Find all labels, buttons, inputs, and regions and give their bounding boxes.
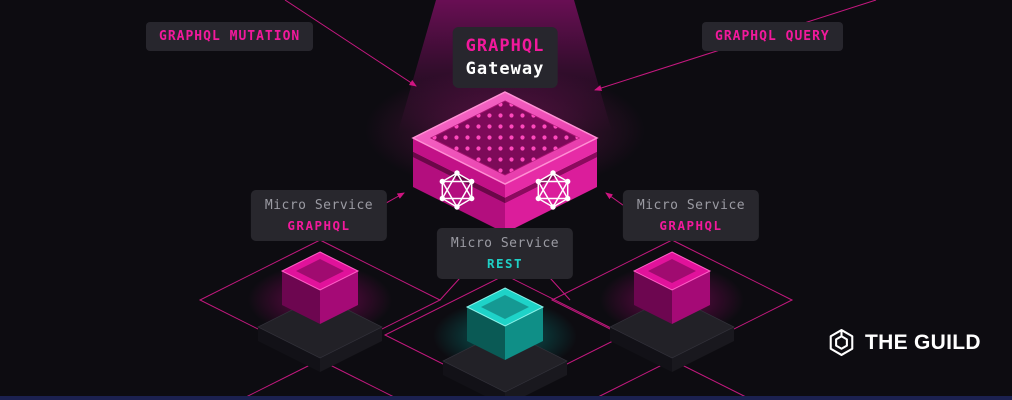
gateway-server-cube xyxy=(411,91,599,233)
graphql-mutation-badge: GRAPHQL MUTATION xyxy=(146,22,314,51)
service-name: Micro Service xyxy=(264,198,374,213)
gateway-title: GRAPHQL xyxy=(465,36,545,56)
bottom-divider xyxy=(0,396,1012,400)
service-badge-graphql-right: Micro Service GRAPHQL xyxy=(622,190,760,241)
service-type: REST xyxy=(486,256,524,271)
service-name: Micro Service xyxy=(636,198,746,213)
gateway-title-badge: GRAPHQL Gateway xyxy=(452,27,558,88)
graphql-query-badge: GRAPHQL QUERY xyxy=(702,22,843,51)
guild-logo: THE GUILD xyxy=(827,328,981,357)
service-cube-graphql-right xyxy=(600,251,744,372)
service-cube-graphql-left xyxy=(248,251,392,372)
graphql-logo-icon xyxy=(439,170,475,210)
service-badge-rest: Micro Service REST xyxy=(436,228,574,279)
service-cube-rest xyxy=(433,287,577,400)
gateway-subtitle: Gateway xyxy=(465,59,545,79)
service-badge-graphql-left: Micro Service GRAPHQL xyxy=(250,190,388,241)
gateway-top-dots xyxy=(429,100,581,176)
service-type: GRAPHQL xyxy=(287,218,351,233)
guild-logo-text: THE GUILD xyxy=(865,330,981,354)
service-name: Micro Service xyxy=(450,236,560,251)
service-type: GRAPHQL xyxy=(659,218,723,233)
guild-hexagon-icon xyxy=(829,329,854,356)
graphql-logo-icon xyxy=(535,170,571,210)
